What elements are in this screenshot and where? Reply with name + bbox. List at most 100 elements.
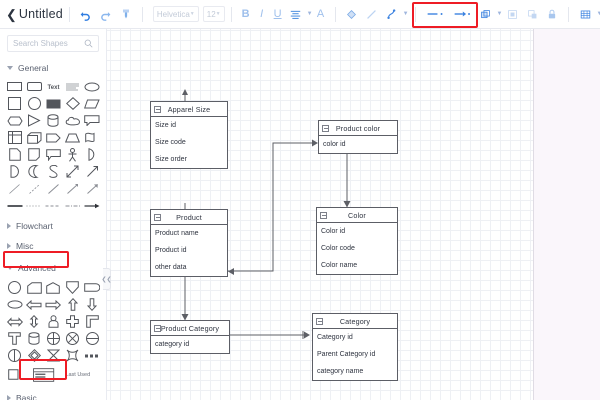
entity-header[interactable]: Color bbox=[317, 208, 397, 223]
shape-bust-shape[interactable] bbox=[44, 313, 63, 330]
shape-note-text[interactable] bbox=[63, 78, 82, 95]
collapse-minus-icon[interactable] bbox=[154, 213, 161, 221]
entity-field[interactable]: Size order bbox=[155, 156, 187, 163]
sidebar-collapse-handle[interactable]: ❮❮ bbox=[101, 268, 112, 290]
shape-thin-line-5[interactable] bbox=[83, 180, 102, 197]
shape-dotted-line[interactable] bbox=[24, 197, 43, 214]
shape-cylinder[interactable] bbox=[44, 112, 63, 129]
chevron-down-icon[interactable]: ▼ bbox=[306, 11, 313, 17]
shape-circle-plus[interactable] bbox=[44, 330, 63, 347]
shape-diamond-adv[interactable] bbox=[24, 347, 43, 364]
table-icon[interactable] bbox=[577, 6, 594, 23]
shape-trapezoid[interactable] bbox=[63, 129, 82, 146]
shape-flag-shape[interactable] bbox=[44, 129, 63, 146]
shape-circle-x[interactable] bbox=[63, 330, 82, 347]
shape-circle-line[interactable] bbox=[83, 330, 102, 347]
entity-field[interactable]: Size code bbox=[155, 139, 186, 146]
entity-field[interactable]: Color name bbox=[321, 262, 358, 269]
entity-field[interactable]: Product id bbox=[155, 247, 187, 254]
shape-speech-bubble[interactable] bbox=[44, 146, 63, 163]
shape-filled-rectangle[interactable] bbox=[44, 95, 63, 112]
shape-arrow-down[interactable] bbox=[83, 296, 102, 313]
shape-resize-arrow[interactable] bbox=[63, 163, 82, 180]
format-painter-icon[interactable] bbox=[117, 6, 134, 23]
sidebar-section-basic[interactable]: Basic bbox=[0, 389, 106, 400]
shape-trapezoid-adv[interactable] bbox=[24, 279, 43, 296]
shape-arrow-updown[interactable] bbox=[24, 313, 43, 330]
collapse-minus-icon[interactable] bbox=[322, 124, 329, 132]
entity-field[interactable]: category name bbox=[317, 368, 364, 375]
shape-thin-line-1[interactable] bbox=[5, 180, 24, 197]
entity-field[interactable]: color id bbox=[323, 141, 346, 148]
entity-field[interactable]: Size id bbox=[155, 122, 177, 129]
shape-folded-corner[interactable] bbox=[24, 146, 43, 163]
line-color-icon[interactable] bbox=[363, 6, 380, 23]
connector-style-icon[interactable] bbox=[383, 6, 400, 23]
sidebar-section-flowchart[interactable]: Flowchart bbox=[0, 217, 106, 234]
entity-header[interactable]: Apparel Size bbox=[151, 102, 227, 117]
search-input[interactable]: Search Shapes bbox=[7, 35, 99, 52]
shape-thin-line-3[interactable] bbox=[44, 180, 63, 197]
shape-ellipse[interactable] bbox=[83, 78, 102, 95]
shape-diagonal-arrow[interactable] bbox=[83, 163, 102, 180]
chevron-down-icon[interactable]: ▼ bbox=[402, 11, 409, 17]
shape-parallelogram[interactable] bbox=[83, 95, 102, 112]
chevron-down-icon[interactable]: ▼ bbox=[596, 11, 600, 17]
entity-field[interactable]: Color id bbox=[321, 228, 346, 235]
font-size-select[interactable]: 12 ▼ bbox=[202, 6, 225, 22]
shape-three-dots[interactable] bbox=[83, 347, 102, 364]
shape-hourglass-x[interactable] bbox=[44, 347, 63, 364]
shape-arrow-up[interactable] bbox=[63, 296, 82, 313]
entity-field[interactable]: Color code bbox=[321, 245, 355, 252]
shape-rectangle[interactable] bbox=[5, 78, 24, 95]
arrange-icon[interactable] bbox=[477, 6, 494, 23]
entity-field[interactable]: other data bbox=[155, 264, 187, 271]
shape-concave-square[interactable] bbox=[63, 347, 82, 364]
collapse-minus-icon[interactable] bbox=[316, 317, 323, 325]
shape-arrow-leftright[interactable] bbox=[5, 313, 24, 330]
shape-shield-shape[interactable] bbox=[63, 279, 82, 296]
shape-t-shape[interactable] bbox=[5, 330, 24, 347]
shape-wave-shape[interactable] bbox=[83, 129, 102, 146]
shape-text[interactable]: Text bbox=[44, 78, 63, 95]
entity-field[interactable]: Category id bbox=[317, 334, 353, 341]
shape-circle-half[interactable] bbox=[5, 347, 24, 364]
shape-crescent[interactable] bbox=[24, 163, 43, 180]
entity-header[interactable]: Category bbox=[313, 314, 397, 329]
shape-person-shape[interactable] bbox=[63, 146, 82, 163]
shape-d-shape[interactable] bbox=[5, 163, 24, 180]
entity-header[interactable]: Product color bbox=[319, 121, 397, 136]
shape-dashed-line[interactable] bbox=[44, 197, 63, 214]
entity-field[interactable]: category id bbox=[155, 341, 190, 348]
entity-product-color[interactable]: Product color color id bbox=[318, 120, 398, 154]
text-align-icon[interactable] bbox=[287, 6, 304, 23]
entity-product-category[interactable]: Product Category category id bbox=[150, 320, 230, 354]
shape-dash-dot-line[interactable] bbox=[63, 197, 82, 214]
arrow-style-icon[interactable] bbox=[450, 6, 474, 23]
shape-half-moon[interactable] bbox=[83, 146, 102, 163]
shape-drum-shape[interactable] bbox=[24, 330, 43, 347]
chevron-down-icon[interactable]: ▼ bbox=[496, 11, 503, 17]
shape-triangle-right[interactable] bbox=[24, 112, 43, 129]
undo-icon[interactable] bbox=[77, 6, 94, 23]
shape-thin-line-2[interactable] bbox=[24, 180, 43, 197]
shape-oval-flat[interactable] bbox=[5, 296, 24, 313]
shape-cube[interactable] bbox=[24, 129, 43, 146]
document-title[interactable]: Untitled bbox=[18, 7, 63, 21]
italic-button[interactable]: I bbox=[260, 8, 264, 20]
group-icon[interactable] bbox=[504, 6, 521, 23]
fill-bucket-icon[interactable] bbox=[343, 6, 360, 23]
shape-circle[interactable] bbox=[24, 95, 43, 112]
sidebar-section-general[interactable]: General bbox=[0, 59, 106, 76]
collapse-minus-icon[interactable] bbox=[154, 105, 161, 113]
last-used-shape-icon[interactable] bbox=[24, 366, 64, 383]
shape-arrow-left[interactable] bbox=[24, 296, 43, 313]
collapse-minus-icon[interactable] bbox=[320, 211, 327, 219]
entity-header[interactable]: Product Category bbox=[151, 321, 229, 336]
shape-partial-rect[interactable] bbox=[5, 366, 24, 383]
shape-cloud-shape[interactable] bbox=[63, 112, 82, 129]
shape-arrow-right[interactable] bbox=[44, 296, 63, 313]
